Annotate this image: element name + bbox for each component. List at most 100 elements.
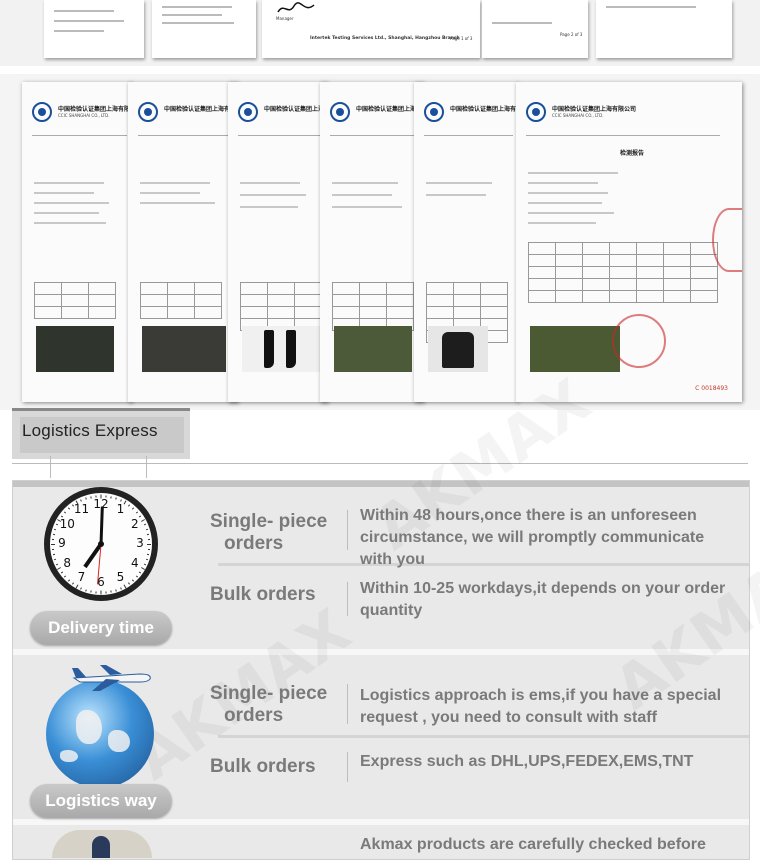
- clock-tick: [100, 494, 102, 499]
- divider: [146, 456, 147, 478]
- page-number: Page 2 of 3: [560, 32, 583, 37]
- clock-number: 2: [130, 516, 139, 531]
- cert-org-en: CCIC SHANGHAI CO., LTD.: [552, 113, 604, 118]
- clock-number: 9: [58, 536, 66, 550]
- clock-number: 11: [73, 502, 90, 517]
- clock-number: 1: [116, 502, 125, 517]
- cert-org: 中国检验认证集团上海有限公司: [356, 106, 424, 113]
- clock-tick: [64, 575, 67, 578]
- clock-tick: [119, 499, 122, 502]
- clock-tick: [64, 511, 67, 514]
- clock-tick: [52, 553, 56, 556]
- clock-tick: [128, 504, 131, 507]
- logistics-way-pill: Logistics way: [30, 784, 172, 818]
- delivery-single-text-3: with you: [360, 551, 425, 568]
- clock-tick: [145, 528, 148, 531]
- clock-tick: [90, 496, 92, 499]
- signer-role: Manager: [276, 16, 294, 21]
- clock-tick: [56, 524, 59, 526]
- cert-org: 中国检验认证集团上海有限公司: [450, 106, 518, 113]
- single-piece-label: Single- piece: [210, 511, 328, 532]
- certificate: 中国检验认证集团上海有限公司: [414, 82, 518, 402]
- divider: [347, 510, 348, 550]
- product-photo: [428, 326, 488, 372]
- ccic-logo-icon: [138, 102, 158, 122]
- airplane-icon: [72, 665, 151, 691]
- clock-tick: [135, 575, 138, 578]
- clock-tick: [115, 589, 117, 592]
- clock-number: 5: [116, 569, 125, 584]
- product-photo: [530, 326, 620, 372]
- clock-tick: [85, 589, 87, 592]
- logistics-header-box: [12, 408, 190, 459]
- ccic-logo-icon: [238, 102, 258, 122]
- clock-minute-hand: [99, 505, 104, 545]
- packaging-photo: [52, 830, 152, 858]
- clock-tick: [145, 558, 148, 561]
- cert-org: 中国检验认证集团上海有限公司: [552, 106, 637, 113]
- delivery-single-text: Within 48 hours,once there is an unfores…: [360, 507, 697, 524]
- clock-tick: [71, 582, 74, 585]
- clock-tick: [67, 579, 70, 582]
- clock-tick: [147, 538, 150, 541]
- clock-number: 4: [130, 555, 139, 570]
- page-number: Page 1 of 3: [450, 36, 473, 41]
- report-page: Page 2 of 3: [482, 0, 588, 58]
- product-photo: [36, 326, 114, 372]
- divider: [347, 582, 348, 616]
- report-strip: Manager Intertek Testing Services Ltd., …: [0, 0, 760, 66]
- report-page: [44, 0, 144, 58]
- single-piece-label-2: orders: [224, 533, 284, 554]
- way-bulk-text: Express such as DHL,UPS,FEDEX,EMS,TNT: [360, 753, 694, 770]
- packaging-text: Akmax products are carefully checked bef…: [360, 836, 706, 853]
- clock-number: 12: [93, 497, 109, 511]
- clock-tick: [123, 584, 127, 589]
- clock-tick: [135, 511, 138, 514]
- divider: [50, 456, 51, 478]
- clock-tick: [132, 579, 135, 582]
- clock-tick: [115, 497, 117, 500]
- divider: [347, 752, 348, 782]
- clock-tick: [110, 496, 112, 499]
- clock-tick: [54, 558, 57, 561]
- delivery-bulk-text-2: quantity: [360, 602, 423, 619]
- clock-tick: [146, 533, 150, 536]
- clock-tick: [110, 590, 112, 593]
- clock-tick: [54, 528, 57, 531]
- clock-tick: [132, 507, 135, 510]
- clock-tick: [85, 497, 87, 500]
- way-single-text: Logistics approach is ems,if you have a …: [360, 687, 722, 704]
- official-stamp: [612, 314, 666, 368]
- clock-hub: [98, 541, 104, 547]
- single-piece-label: Single- piece: [210, 683, 328, 704]
- delivery-bulk-text: Within 10-25 workdays,it depends on your…: [360, 580, 726, 597]
- cert-org: 中国检验认证集团上海有限公司: [164, 106, 238, 113]
- report-title: 检测报告: [620, 150, 645, 157]
- way-single-text-2: request , you need to consult with staff: [360, 709, 657, 726]
- product-photo: [242, 326, 320, 372]
- cert-org: 中国检验认证集团上海有限公司: [264, 106, 328, 113]
- globe-icon: [46, 680, 154, 788]
- logistics-header-title: Logistics Express: [22, 421, 158, 440]
- cert-serial: C 0018493: [695, 385, 728, 392]
- clock-number: 7: [77, 569, 86, 584]
- ccic-logo-icon: [32, 102, 52, 122]
- divider: [12, 463, 748, 464]
- ccic-logo-icon: [526, 102, 546, 122]
- section-divider: [13, 819, 749, 825]
- divider: [218, 563, 749, 566]
- clock-tick: [75, 584, 79, 589]
- clock-tick: [56, 563, 59, 565]
- clock-number: 8: [63, 555, 72, 570]
- product-photo: [142, 326, 226, 372]
- clock-tick: [143, 563, 146, 565]
- signature: [277, 2, 315, 13]
- clock-tick: [51, 544, 55, 545]
- clock-tick: [67, 507, 70, 510]
- clock-number: 6: [97, 575, 105, 589]
- clock-tick: [90, 590, 92, 593]
- divider: [347, 684, 348, 724]
- divider: [218, 735, 749, 738]
